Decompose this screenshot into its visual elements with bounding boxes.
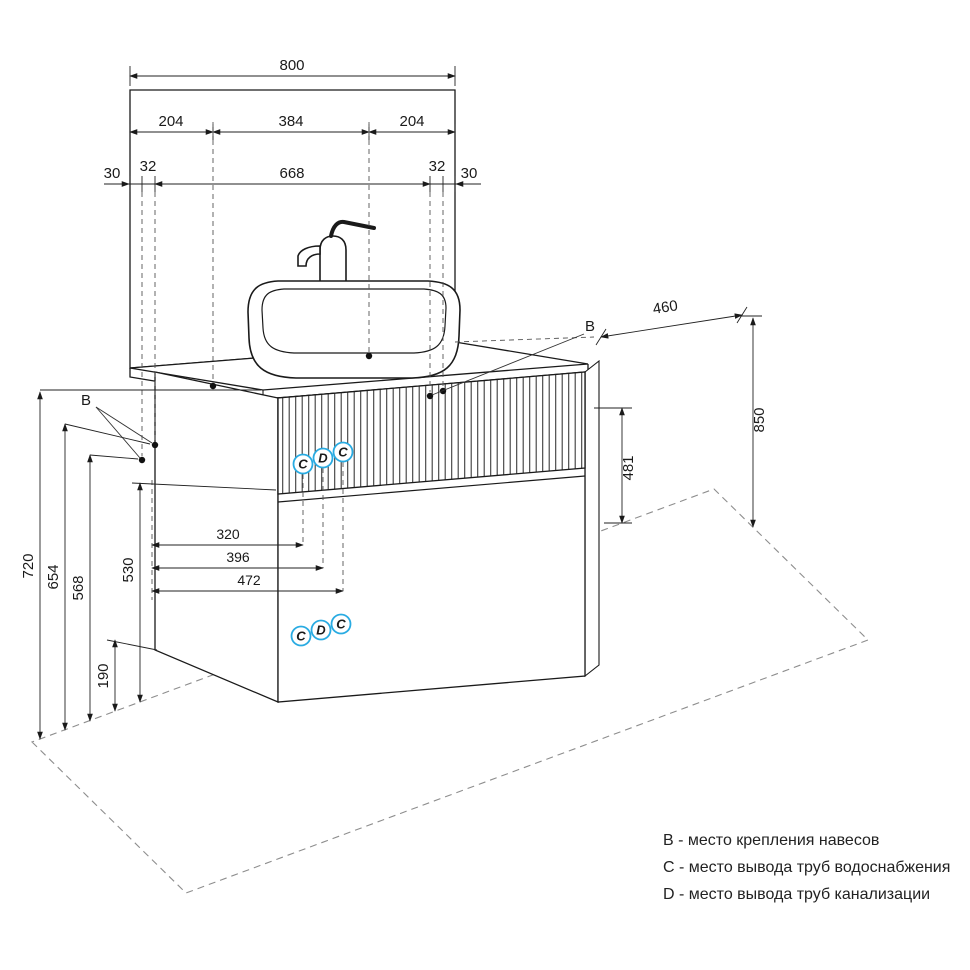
dim-568-label: 568	[70, 575, 87, 600]
door-top-edge	[277, 475, 586, 503]
c-badge-circle	[332, 441, 354, 463]
mount-dot	[138, 456, 146, 464]
legend-item-d: D - место вывода труб канализации	[663, 886, 930, 903]
dim-654-label: 654	[45, 564, 62, 589]
dim-530	[131, 482, 277, 703]
legend-item-b: B - место крепления навесов	[663, 832, 879, 849]
dim-460-label: 460	[652, 297, 679, 318]
fluted-drawer-front	[277, 371, 586, 495]
dim-32-right-label: 32	[429, 158, 446, 175]
sink-outer-rim	[247, 280, 461, 379]
dim-481-label: 481	[620, 455, 637, 480]
dim-568	[87, 454, 139, 722]
dim-654	[62, 423, 151, 731]
c-badge-circle	[292, 453, 314, 475]
vanity-cabinet	[154, 359, 600, 703]
dim-668-label: 668	[279, 165, 304, 182]
c-badge-circle	[330, 613, 352, 635]
d-marker: D	[318, 451, 328, 466]
legend-item-c: C - место вывода труб водоснабжения	[663, 859, 950, 876]
reference-lines	[141, 122, 595, 600]
dim-30-left-label: 30	[104, 165, 121, 182]
c-marker: C	[298, 457, 308, 472]
dim-720-label: 720	[20, 553, 37, 578]
dim-32-left-label: 32	[140, 158, 157, 175]
pipe-markers-lower: C D C	[290, 613, 352, 647]
mount-dot	[365, 352, 373, 360]
b-marker-left: B	[81, 392, 91, 409]
dim-460	[595, 306, 748, 346]
dim-204-right-label: 204	[399, 113, 424, 130]
c-marker: C	[296, 629, 306, 644]
faucet	[297, 219, 376, 290]
b-leaders	[95, 333, 585, 459]
faucet-spout	[297, 245, 321, 267]
dim-190	[106, 639, 158, 712]
dim-481	[594, 407, 632, 524]
legend: B - место крепления навесов C - место вы…	[663, 832, 950, 903]
dim-30-right-label: 30	[461, 165, 478, 182]
mount-dot	[151, 441, 159, 449]
mount-dot	[426, 392, 434, 400]
pipe-markers-upper: C D C	[292, 441, 354, 475]
dim-850	[740, 315, 762, 528]
mount-dot	[209, 382, 217, 390]
dim-204-left-label: 204	[158, 113, 183, 130]
dim-472-label: 472	[237, 572, 261, 588]
mounting-points	[138, 352, 447, 464]
dim-320-label: 320	[216, 526, 240, 542]
vessel-sink	[247, 280, 461, 379]
dim-800-label: 800	[279, 57, 304, 74]
d-marker: D	[316, 623, 326, 638]
dim-396-label: 396	[226, 549, 250, 565]
dim-800	[129, 66, 456, 86]
c-badge-circle	[290, 625, 312, 647]
sink-inner-rim	[261, 288, 447, 354]
dim-720	[37, 389, 261, 740]
d-badge-circle	[312, 447, 334, 469]
b-marker-right: B	[585, 318, 595, 335]
d-badge-circle	[310, 619, 332, 641]
dim-530-label: 530	[120, 557, 137, 582]
dim-190-label: 190	[95, 663, 112, 688]
c-marker: C	[338, 445, 348, 460]
dim-30-32-668	[104, 176, 481, 192]
faucet-handle	[329, 219, 376, 238]
dim-850-label: 850	[751, 407, 768, 432]
c-marker: C	[336, 617, 346, 632]
dim-384-label: 384	[278, 113, 303, 130]
